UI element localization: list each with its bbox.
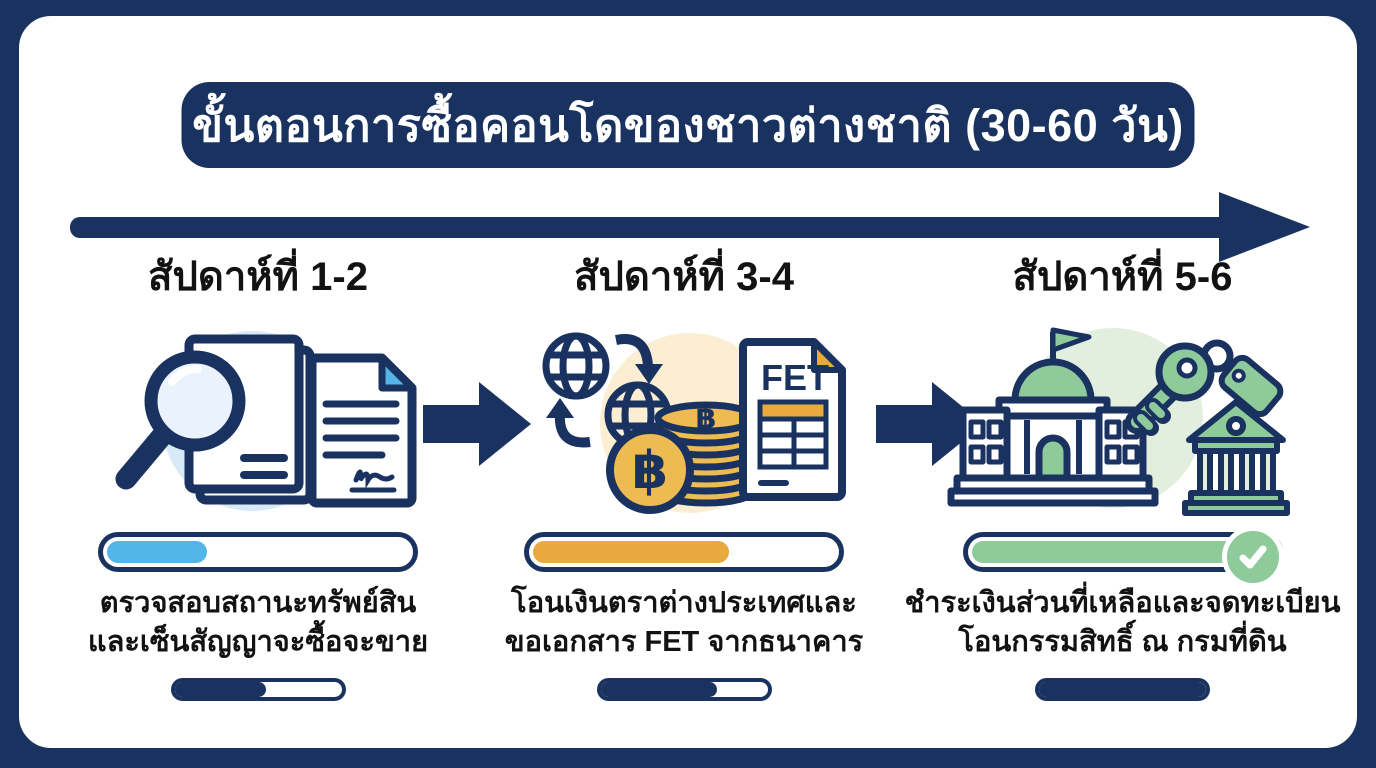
land-office-keys-icon [947, 327, 1290, 516]
document-search-contract-icon [115, 331, 417, 511]
stage-week-1-2: สัปดาห์ที่ 1-2 [88, 248, 428, 702]
stage2-mini-progress-fill [600, 682, 718, 698]
stage3-mini-progress-fill [1039, 682, 1206, 698]
baht-coin-stack-icon: ฿ ฿ [606, 401, 758, 514]
stage3-description-line1: ชำระเงินส่วนที่เหลือและจดทะเบียน [904, 587, 1341, 619]
stage2-mini-progress [596, 678, 772, 702]
stage1-week-label: สัปดาห์ที่ 1-2 [148, 255, 368, 299]
signature-squiggle [353, 469, 395, 489]
baht-symbol-top-coin: ฿ [696, 402, 717, 435]
stage2-progress-fill [533, 541, 730, 563]
stage3-mini-progress [1035, 678, 1210, 702]
stage2-description: โอนเงินตราต่างประเทศและ ขอเอกสาร FET จาก… [449, 584, 919, 662]
stage2-description-line2: ขอเอกสาร FET จากธนาคาร [504, 626, 864, 659]
signed-contract-icon [307, 353, 417, 508]
fet-document-icon: FET [739, 338, 846, 501]
flow-right-arrow [423, 382, 531, 466]
stage1-progress-bar [98, 532, 418, 572]
exchange-arrows-icon [546, 334, 663, 448]
flow-right-arrow [876, 382, 984, 466]
stage1-progress-fill [107, 541, 207, 563]
stage2-progress-bar [524, 532, 844, 572]
stage3-progress-bar [962, 526, 1284, 588]
stage1-description-line2: และเซ็นสัญญาจะซื้อจะขาย [87, 626, 429, 659]
government-building-icon [947, 327, 1159, 507]
timeline-right-arrow [70, 192, 1310, 262]
globe-icon [542, 332, 610, 400]
stage1-mini-progress [170, 678, 346, 702]
key-with-tag-icon [1125, 339, 1284, 436]
fet-label: FET [761, 357, 829, 398]
stage-week-3-4: สัปดาห์ที่ 3-4 [505, 248, 863, 702]
stage3-progress-fill [971, 541, 1274, 563]
stage2-description-line1: โอนเงินตราต่างประเทศและ [511, 587, 857, 619]
baht-symbol-front-coin: ฿ [632, 442, 668, 500]
stage3-description-line2: โอนกรรมสิทธิ์ ณ กรมที่ดิน [958, 626, 1287, 659]
currency-exchange-fet-icon: ฿ ฿ FET [542, 332, 846, 514]
stage2-week-label: สัปดาห์ที่ 3-4 [574, 255, 794, 299]
stage1-mini-progress-fill [174, 682, 267, 698]
stage1-description: ตรวจสอบสถานะทรัพย์สิน และเซ็นสัญญาจะซื้อ… [23, 584, 493, 662]
land-department-building-icon [1182, 399, 1290, 516]
stage-week-5-6: สัปดาห์ที่ 5-6 [905, 248, 1340, 702]
page-title: ขั้นตอนการซื้อคอนโดของชาวต่างชาติ (30-60… [192, 100, 1184, 151]
stage3-description: ชำระเงินส่วนที่เหลือและจดทะเบียน โอนกรรม… [888, 584, 1358, 662]
stage1-description-line1: ตรวจสอบสถานะทรัพย์สิน [99, 587, 417, 619]
stage3-week-label: สัปดาห์ที่ 5-6 [1012, 255, 1233, 299]
title-banner: ขั้นตอนการซื้อคอนโดของชาวต่างชาติ (30-60… [181, 82, 1195, 168]
magnifier-icon [115, 350, 246, 490]
completed-check-icon [1221, 526, 1284, 588]
